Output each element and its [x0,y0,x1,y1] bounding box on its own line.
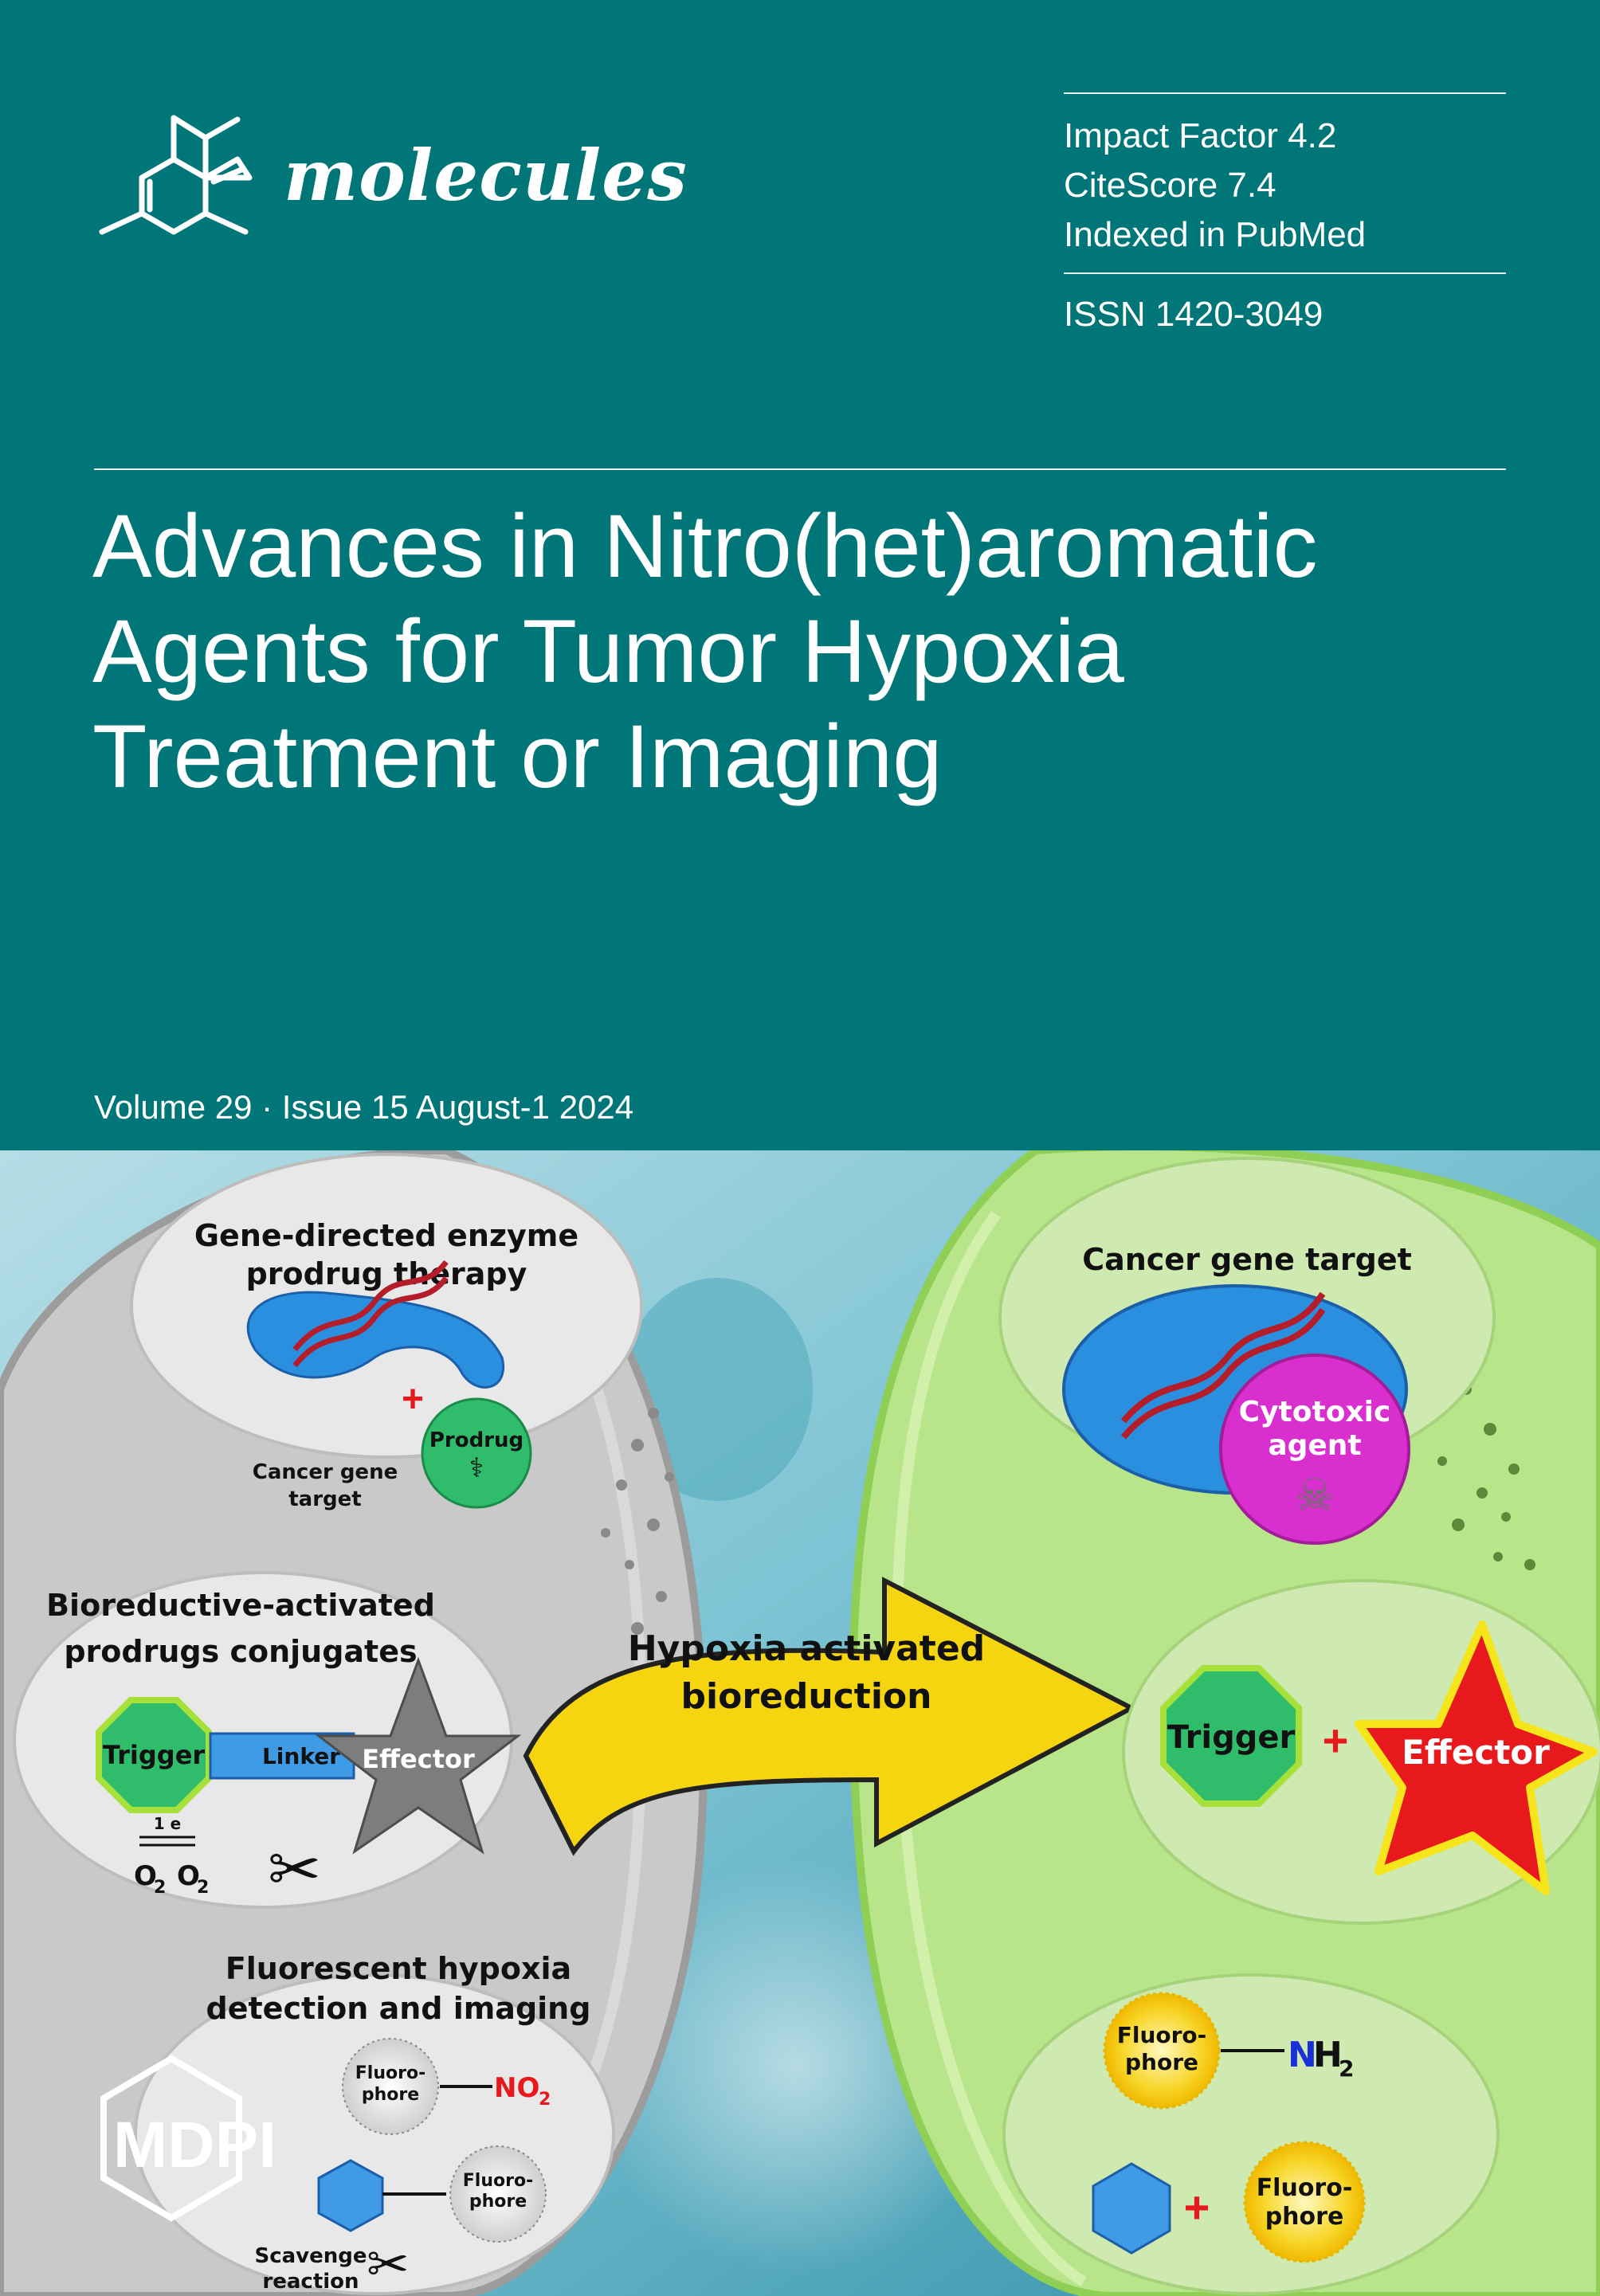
fluorescent-title-line-2: detection and imaging [206,1991,591,2026]
no2-sub: 2 [539,2090,551,2110]
effector-star-right [1355,1620,1598,1895]
plus-icon-fluoro: + [1184,2182,1210,2232]
linker-label: Linker [262,1743,340,1769]
fluorophore-bubble-right [1002,1973,1500,2295]
caduceus-icon: ⚕ [469,1453,484,1483]
trigger-label-right: Trigger [1167,1719,1296,1756]
cytotoxic-line-2: agent [1268,1429,1361,1462]
effector-label-right: Effector [1402,1733,1550,1772]
arrow-edge [524,1754,576,1853]
scissors-icon-scavenge: ✂ [367,2235,410,2293]
fluorophore-yellow-b [1243,2141,1366,2263]
cancer-gene-target-line-1: Cancer gene [253,1460,398,1484]
fluorophore-yellow-a [1103,1992,1221,2110]
title-line-1: Advances in Nitro(het)aromatic [92,496,1318,596]
background-cell-blob [622,1278,813,1501]
no2-label: NO [494,2072,539,2104]
divider-metrics [1064,272,1506,274]
fluorophore-a-line-1: Fluoro- [355,2063,425,2083]
mdpi-logo: MDPI [100,2055,276,2222]
effector-label-left: Effector [362,1744,475,1774]
hexagon-right [1092,2162,1171,2255]
fluorophore-right-b-line-2: phore [1265,2203,1344,2231]
hexagon-left [317,2159,384,2232]
trigger-octagon-right [1160,1665,1302,1807]
illustration-svg: Gene-directed enzyme prodrug therapy + P… [0,1150,1600,2296]
trigger-label-left: Trigger [103,1740,206,1770]
dna-strand-right [1120,1307,1326,1440]
impact-factor: Impact Factor 4.2 [1064,116,1337,155]
nh2-h: H [1313,2035,1343,2075]
plus-icon-gdept: + [402,1378,424,1420]
dna-strand-left [292,1275,449,1368]
prodrug-circle [421,1397,532,1509]
title-line-3: Treatment or Imaging [92,707,943,806]
o2-left-sub: 2 [154,1878,166,1898]
title-line-2: Agents for Tumor Hypoxia [92,601,1124,701]
journal-metrics: Impact Factor 4.2 CiteScore 7.4 Indexed … [1064,112,1366,260]
hypoxia-arrow [523,1577,1137,1856]
effector-star-left [315,1656,522,1855]
scavenge-line-1: Scavenge [254,2244,367,2268]
cover-illustration: Gene-directed enzyme prodrug therapy + P… [0,1150,1600,2296]
divider-title [94,468,1506,470]
nh2-sub: 2 [1339,2055,1354,2082]
cytotoxic-circle [1219,1354,1410,1545]
fluorescent-title-line-1: Fluorescent hypoxia [225,1951,571,1986]
divider-top [1064,92,1506,94]
cancer-gene-target-line-2: target [288,1487,361,1511]
journal-name: molecules [284,134,688,217]
volume-issue: Volume 29 · Issue 15 August-1 2024 [94,1088,634,1126]
fluorophore-a-line-2: phore [362,2085,419,2105]
prodrug-label: Prodrug [429,1428,524,1452]
cytotoxic-line-1: Cytotoxic [1239,1396,1391,1428]
nh2-n: N [1288,2035,1317,2075]
cover-header: molecules Impact Factor 4.2 CiteScore 7.… [92,92,1559,1126]
one-electron-label: 1 e [154,1814,181,1833]
fluorophore-b-line-2: phore [469,2192,527,2212]
citescore: CiteScore 7.4 [1064,166,1276,205]
dna-strand-right-2 [1120,1291,1326,1424]
o2-right: O [177,1860,200,1892]
arrow-text-line-2: bioreduction [681,1676,932,1717]
gdept-title-line-2: prodrug therapy [246,1256,527,1291]
dna-strand-left-2 [292,1260,449,1352]
molecule-structure-icon [99,115,253,235]
fluorophore-right-a-line-1: Fluoro- [1117,2022,1207,2048]
indexed-in: Indexed in PubMed [1064,215,1367,254]
o2-right-sub: 2 [197,1878,209,1898]
fluorophore-b-line-1: Fluoro- [463,2171,533,2191]
article-title: Advances in Nitro(het)aromatic Agents fo… [92,494,1559,809]
scavenge-line-2: reaction [262,2270,359,2294]
scissors-icon-left: ✂ [268,1834,321,1905]
arrow-text-line-1: Hypoxia activated [628,1628,985,1669]
fluorophore-grey-b [449,2145,547,2243]
plus-icon-right: + [1323,1715,1349,1765]
fluorophore-right-a-line-2: phore [1125,2049,1198,2075]
bioreductive-title-line-1: Bioreductive-activated [46,1588,435,1623]
o2-left: O [134,1860,157,1892]
grey-cell-dots [601,1408,674,1738]
mdpi-text: MDPI [113,2109,276,2181]
gdept-title-line-1: Gene-directed enzyme [194,1218,578,1253]
fluorophore-grey-a [342,2038,439,2135]
skull-crossbones-icon: ☠ [1295,1470,1335,1520]
fluorophore-right-b-line-1: Fluoro- [1257,2174,1353,2202]
bioreductive-title-line-2: prodrugs conjugates [64,1634,417,1669]
enzyme-shape [246,1291,505,1389]
trigger-octagon-left [96,1697,212,1813]
cancer-gene-title: Cancer gene target [1082,1242,1412,1277]
issn: ISSN 1420-3049 [1064,295,1324,334]
